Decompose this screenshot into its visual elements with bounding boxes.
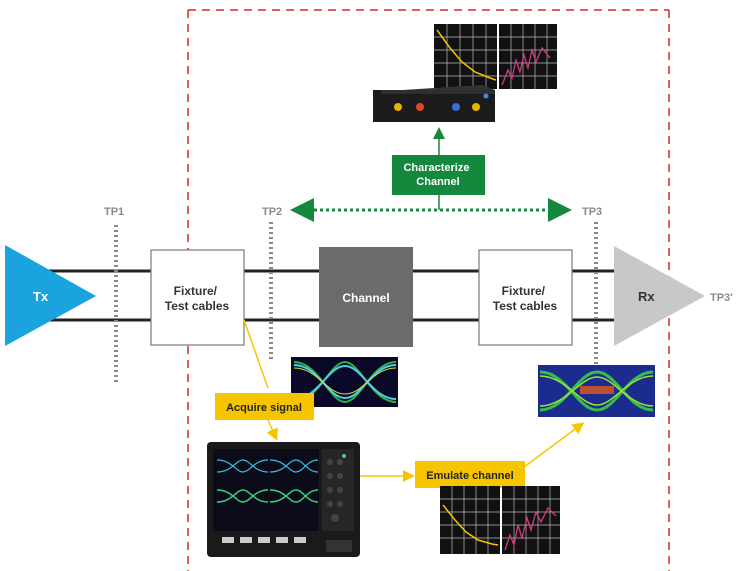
emulate-channel-callout: Emulate channel: [415, 461, 525, 488]
channel-block: Channel: [319, 247, 413, 347]
tp3-label: TP3: [582, 206, 602, 218]
s-parameter-plot-icon: [434, 24, 557, 89]
flow-arrows: [243, 319, 585, 482]
acquire-label: Acquire signal: [226, 402, 302, 414]
test-point-lines: [114, 222, 598, 382]
rx-label: Rx: [638, 289, 655, 304]
fixture-left-line2: Test cables: [165, 299, 230, 313]
eye-diagram-icon-tp3: [538, 365, 655, 417]
svg-text:Characterize Channel: Characterize Channel: [403, 162, 472, 188]
oscilloscope-icon: [207, 442, 360, 557]
characterize-span-arrow: [290, 127, 572, 222]
tp3-prime-label: TP3': [710, 292, 733, 304]
fixture-right: Fixture/ Test cables: [478, 249, 573, 346]
tx-block: Tx: [5, 245, 96, 346]
rx-block: Rx: [614, 246, 705, 346]
fixture-right-line2: Test cables: [493, 299, 558, 313]
tp2-label: TP2: [262, 206, 282, 218]
s-parameter-plot-icon-bottom: [440, 486, 560, 554]
svg-text:Fixture/ Test cables: Fixture/ Test cables: [493, 284, 558, 313]
network-analyzer-icon: [372, 24, 557, 122]
fixture-left: Fixture/ Test cables: [150, 249, 245, 346]
characterize-line2: Channel: [416, 176, 459, 188]
characterize-line1: Characterize: [403, 162, 469, 174]
characterize-channel-callout: Characterize Channel: [392, 155, 485, 195]
fixture-right-line1: Fixture/: [502, 284, 546, 298]
emulate-label: Emulate channel: [426, 470, 513, 482]
tp1-label: TP1: [104, 206, 124, 218]
svg-text:Fixture/ Test cables: Fixture/ Test cables: [165, 284, 230, 313]
tx-label: Tx: [33, 289, 49, 304]
channel-label: Channel: [342, 291, 389, 305]
fixture-left-line1: Fixture/: [174, 284, 218, 298]
acquire-signal-callout: Acquire signal: [215, 393, 314, 420]
